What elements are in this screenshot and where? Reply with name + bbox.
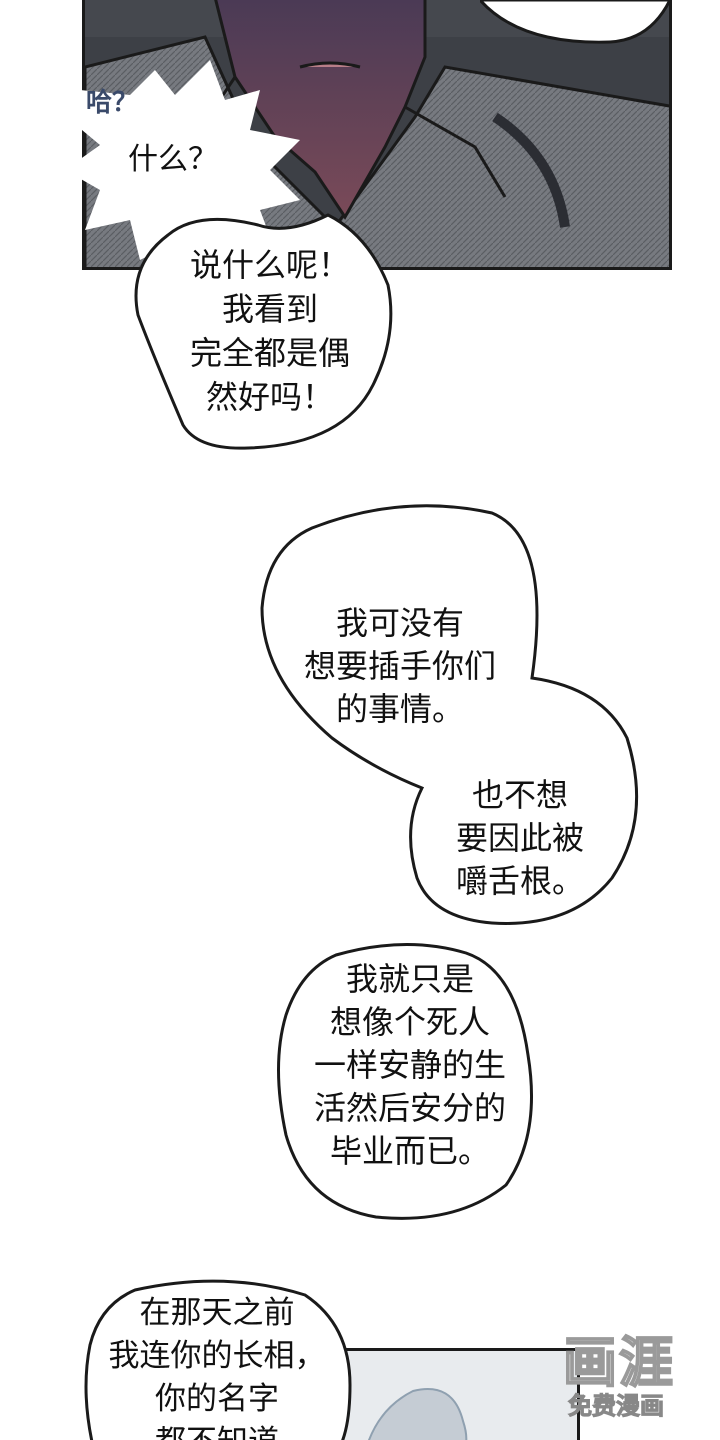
bubble-4-text: 在那天之前 我连你的长相， 你的名字 都不知道 <box>108 1295 326 1440</box>
bubble-2b-text: 也不想 要因此被 嚼舌根。 <box>455 776 584 900</box>
bubble-3-text: 我就只是 想像个死人 一样安静的生 活然后安分的 毕业而已。 <box>313 960 506 1170</box>
spiky-bubble <box>65 60 300 270</box>
speech-bubble-1 <box>134 213 393 450</box>
speech-bubble-4 <box>84 1279 352 1440</box>
what-text: 什么？ <box>128 142 218 177</box>
top-right-bubble-edge <box>480 0 672 44</box>
watermark-brand: 画涯 <box>562 1330 675 1395</box>
ha-text: 哈？ <box>86 88 139 118</box>
watermark-tagline: 免费漫画 <box>568 1392 665 1421</box>
speech-bubble-2 <box>260 504 639 925</box>
speech-bubble-3 <box>277 943 533 1220</box>
bubble-1-text: 说什么呢！ 我看到 完全都是偶 然好吗！ <box>189 246 350 416</box>
figure-outline <box>368 1388 468 1440</box>
bottom-panel <box>340 1348 580 1440</box>
bubble-2a-text: 我可没有 想要插手你们 的事情。 <box>303 604 496 728</box>
